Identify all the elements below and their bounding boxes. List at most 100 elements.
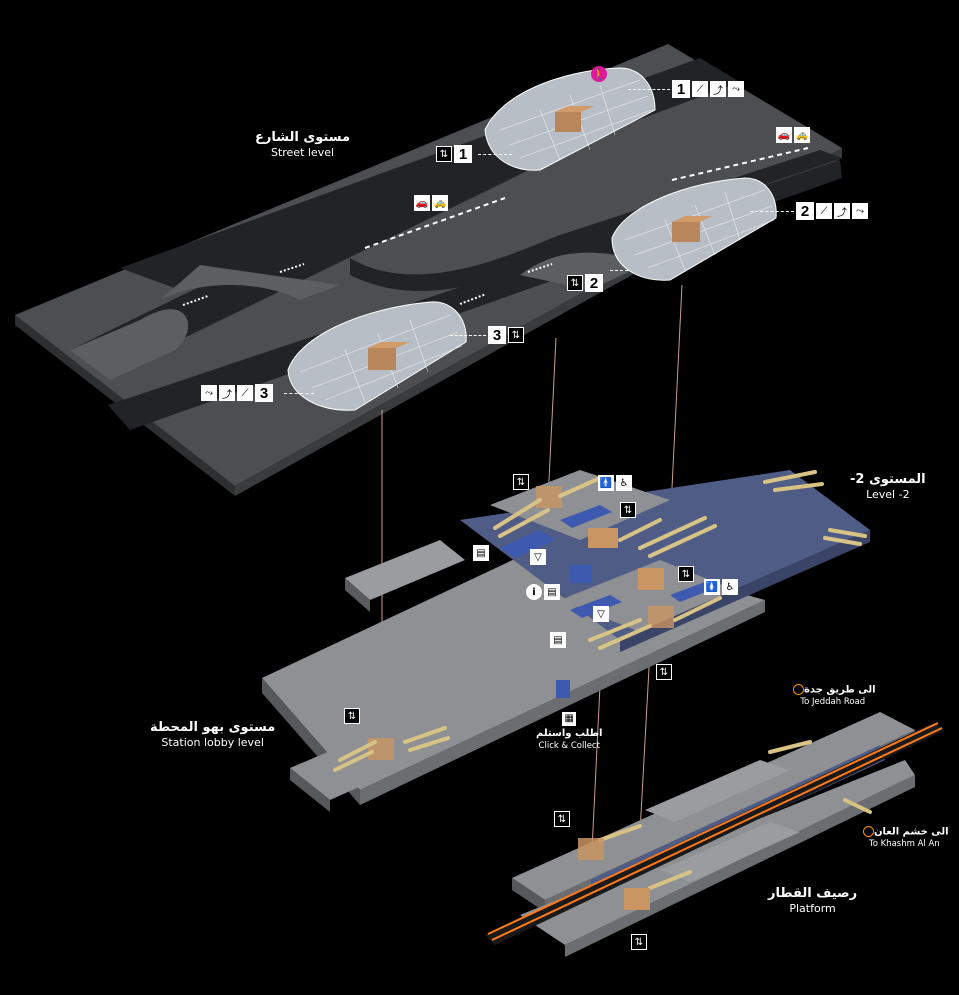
lobby-elevator-a: ⇅ [513, 474, 529, 490]
escalator-icon: ⤴ [710, 81, 726, 97]
toilet-icon: 🚹 [598, 475, 614, 491]
entrance-3-badge[interactable]: ⤳ ⤴ ⟋ 3 [201, 384, 273, 402]
rails [485, 722, 945, 945]
pedestrian-entrance-icon: 🚶 [591, 66, 607, 82]
ticket-machine-b: ▽ [593, 606, 609, 622]
car-icon: 🚗 [776, 127, 792, 143]
level2-elevator-a: ⇅ [620, 502, 636, 518]
street-level-en: Street level [270, 146, 335, 160]
direction-khashm-ar: الى خشم العان [874, 826, 949, 838]
wheelchair-icon: ♿ [722, 579, 738, 595]
level-2-slab [460, 470, 870, 652]
level-2-label: المستوى 2- Level -2 [850, 472, 926, 502]
elevator-icon: ⇅ [678, 566, 694, 582]
lobby-level-ar: مستوى بهو المحطة [150, 720, 276, 735]
street-level-label: مستوى الشارع Street level [255, 130, 350, 160]
direction-jeddah-ar: الى طريق جدة [804, 684, 876, 696]
click-collect-icon: ▦ [562, 712, 577, 726]
lobby-elevator-b: ⇅ [656, 664, 672, 680]
level2-elevator-b: ⇅ [678, 566, 694, 582]
street-level-ar: مستوى الشارع [255, 130, 350, 145]
direction-jeddah: الى طريق جدة To Jeddah Road [790, 684, 876, 708]
platform-ar: رصيف القطار [768, 886, 858, 901]
entrance-1-elevator-badge[interactable]: ⇅ 1 [436, 145, 472, 163]
ticket-badge-a: ▤ [473, 545, 489, 561]
crosswalks [182, 263, 553, 306]
lane-markings [364, 147, 809, 249]
street-medians [70, 252, 650, 380]
entrance-2-badge[interactable]: 2 ⟋ ⤴ ⤳ [796, 202, 868, 220]
entrance-2-elevator-badge[interactable]: ⇅ 2 [567, 274, 603, 292]
elevator-icon: ⇅ [620, 502, 636, 518]
click-collect-ar: اطلب واستلم [536, 728, 603, 739]
entrance-2-number: 2 [796, 202, 814, 220]
elevator-icon: ⇅ [567, 275, 583, 291]
platform-elevators [578, 838, 650, 910]
entrance-2-elevator-leader [610, 270, 628, 271]
entrance-2-leader [750, 211, 794, 212]
ticket-icon: ▤ [550, 632, 566, 648]
entrance-3-elevator-leader [450, 335, 486, 336]
ticket-vending-icon: ▽ [593, 606, 609, 622]
entrance-3-number-b: 3 [255, 384, 273, 402]
parking-badge-b: 🚗 🚕 [776, 127, 810, 143]
platform-label: رصيف القطار Platform [768, 886, 857, 916]
ticket-badge-b: ▤ [550, 632, 566, 648]
service-kiosks [500, 505, 715, 698]
ramp-icon: ⤳ [852, 203, 868, 219]
parking-badge-a: 🚗 🚕 [414, 195, 448, 211]
entrance-1-number-b: 1 [454, 145, 472, 163]
info-icon: i [526, 584, 542, 600]
canopy-2 [611, 177, 777, 281]
elevator-icon: ⇅ [508, 327, 524, 343]
elevator-icon: ⇅ [513, 474, 529, 490]
entrance-3-number: 3 [488, 326, 506, 344]
elevator-icon: ⇅ [554, 811, 570, 827]
entrance-3-leader [284, 393, 314, 394]
restroom-badge-b: 🚺 ♿ [704, 579, 738, 595]
escalators [333, 470, 867, 772]
entrance-1-leader [628, 89, 670, 90]
ramp-icon: ⤳ [728, 81, 744, 97]
elevator-shafts [368, 486, 674, 760]
taxi-icon: 🚕 [432, 195, 448, 211]
taxi-icon: 🚕 [794, 127, 810, 143]
direction-khashm-en: To Khashm Al An [868, 839, 940, 849]
platform-escalators [598, 740, 872, 890]
escalator-icon: ⤴ [834, 203, 850, 219]
stairs-icon: ⟋ [816, 203, 832, 219]
level-2-ar: المستوى 2- [850, 472, 926, 487]
restroom-badge-a: 🚹 ♿ [598, 475, 632, 491]
entrance-1-badge[interactable]: 1 ⟋ ⤴ ⤳ [672, 80, 744, 98]
entrance-3-elevator-badge[interactable]: 3 ⇅ [488, 326, 524, 344]
canopy-1 [484, 67, 656, 171]
toilet-icon: 🚺 [704, 579, 720, 595]
stairs-icon: ⟋ [237, 385, 253, 401]
direction-khashm: الى خشم العان To Khashm Al An [860, 826, 949, 850]
platform-en: Platform [789, 902, 836, 916]
line-dot-icon [863, 826, 874, 837]
ramp-icon: ⤳ [201, 385, 217, 401]
entrance-1-number: 1 [672, 80, 690, 98]
lobby-elevator-c: ⇅ [344, 708, 360, 724]
line-dot-icon [793, 684, 804, 695]
direction-jeddah-en: To Jeddah Road [800, 697, 866, 707]
ticket-vending-icon: ▽ [530, 549, 546, 565]
elevator-icon: ⇅ [436, 146, 452, 162]
platform-elevator-b: ⇅ [631, 934, 647, 950]
lobby-level-label: مستوى بهو المحطة Station lobby level [150, 720, 275, 750]
ticket-machine-a: ▽ [530, 549, 546, 565]
info-badge: i ▤ [526, 584, 560, 600]
entrance-1-elevator-leader [478, 154, 512, 155]
ticket-icon: ▤ [544, 584, 560, 600]
click-collect-en: Click & Collect [538, 740, 600, 751]
stairs-icon: ⟋ [692, 81, 708, 97]
entrance-2-number-b: 2 [585, 274, 603, 292]
lobby-level-en: Station lobby level [161, 736, 264, 750]
elevator-icon: ⇅ [344, 708, 360, 724]
level-2-en: Level -2 [866, 488, 910, 502]
escalator-icon: ⤴ [219, 385, 235, 401]
click-collect-label: ▦ اطلب واستلم Click & Collect [536, 712, 602, 751]
